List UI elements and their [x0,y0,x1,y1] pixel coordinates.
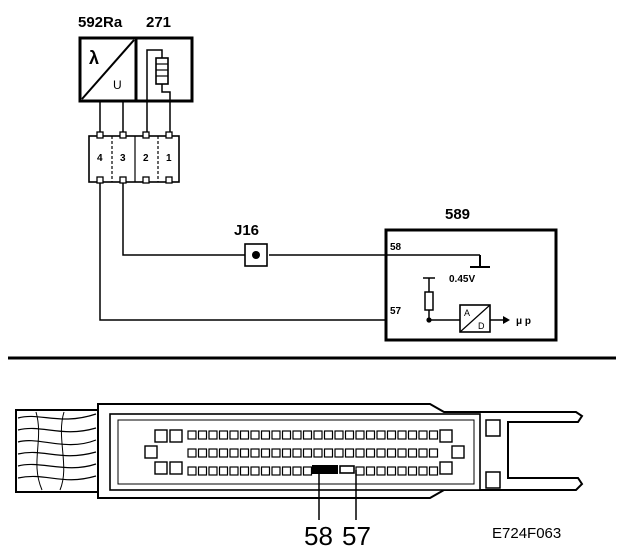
connector-terminal [271,430,281,440]
connector-terminal [218,466,229,476]
ecu-pin-57: 57 [390,306,402,317]
connector-terminal [208,448,218,458]
connector-terminal [323,430,334,440]
connector-terminal [418,466,428,476]
connector-terminal [197,466,208,476]
heater-element: 271 [134,14,194,136]
adc-output-label: D [478,321,485,331]
ecu-589: 589 58 57 0.45V A D μ p [384,206,558,342]
connector-terminal [407,448,418,458]
connector-terminal [376,430,386,440]
connector-terminal [271,448,281,458]
connector-terminal [229,448,239,458]
connector-terminal [397,430,407,440]
connector-terminal [239,448,250,458]
connector-terminal [271,466,281,476]
connector-terminal [428,430,439,440]
connector-terminal [323,448,334,458]
connector-terminal [197,430,208,440]
connector-terminal [229,466,239,476]
connector-terminal [397,466,407,476]
connector-terminal [418,430,428,440]
terminal-57-highlight [339,465,355,474]
connector-terminal [418,448,428,458]
connector-terminal [187,466,197,476]
connector-terminal [187,448,197,458]
connector-terminal [302,430,313,440]
connector-terminal [281,466,292,476]
connector-terminal [260,430,271,440]
connector-terminal [218,430,229,440]
terminal-58-highlight [312,465,338,474]
figure-code: E724F063 [492,525,561,542]
connector-terminal [313,430,323,440]
junction-label: J16 [234,222,259,239]
connector-pin-4: 4 [97,153,103,164]
connector-terminal [407,430,418,440]
connector-terminal [355,430,365,440]
callout-58: 58 [304,521,333,551]
reference-voltage: 0.45V [449,274,475,285]
connector-terminal [281,430,292,440]
signal-wire [99,183,386,321]
connector-terminal [386,466,397,476]
connector-terminal [376,466,386,476]
connector-terminal [313,448,323,458]
connector-terminal [397,448,407,458]
connector-terminal [239,430,250,440]
connector-terminal [239,466,250,476]
ecu-pin-rows [187,430,439,476]
lambda-sensor-label: 592Ra [78,14,123,31]
lambda-sensor: 592Ra λ U [78,14,138,103]
connector-terminal [334,430,344,440]
connector-terminal [229,430,239,440]
connector-terminal [376,448,386,458]
connector-terminal [250,430,260,440]
connector-terminal [260,448,271,458]
connector-terminal [292,466,302,476]
connector-terminal [355,448,365,458]
connector-terminal [365,430,376,440]
junction-j16: J16 [234,222,268,267]
connector-terminal [334,448,344,458]
connector-pin-3: 3 [120,153,126,164]
connector-terminal [386,448,397,458]
connector-terminal [260,466,271,476]
sensor-connector: 4 3 2 1 [88,131,180,184]
ground-wire [122,183,386,256]
connector-terminal [344,448,355,458]
connector-terminal [197,448,208,458]
ecu-label: 589 [445,206,470,223]
connector-terminal [218,448,229,458]
connector-terminal [386,430,397,440]
connector-terminal [292,448,302,458]
sensor-output-label: U [113,78,122,92]
connector-terminal [208,430,218,440]
ecu-pin-58: 58 [390,242,402,253]
connector-terminal [355,466,365,476]
connector-terminal [428,466,439,476]
microprocessor-label: μ p [516,316,531,327]
connector-terminal [250,448,260,458]
connector-terminal [281,448,292,458]
lambda-symbol: λ [89,48,99,68]
connector-terminal [302,448,313,458]
heater-label: 271 [146,14,171,31]
connector-terminal [407,466,418,476]
connector-terminal [187,430,197,440]
connector-terminal [250,466,260,476]
connector-pin-1: 1 [166,153,172,164]
connector-terminal [292,430,302,440]
connector-terminal [208,466,218,476]
connector-terminal [344,430,355,440]
connector-terminal [365,448,376,458]
connector-terminal [365,466,376,476]
connector-terminal [428,448,439,458]
adc-input-label: A [464,308,470,318]
callout-57: 57 [342,521,371,551]
ecu-connector-drawing [15,403,584,520]
connector-pin-2: 2 [143,153,149,164]
connector-terminal [302,466,313,476]
